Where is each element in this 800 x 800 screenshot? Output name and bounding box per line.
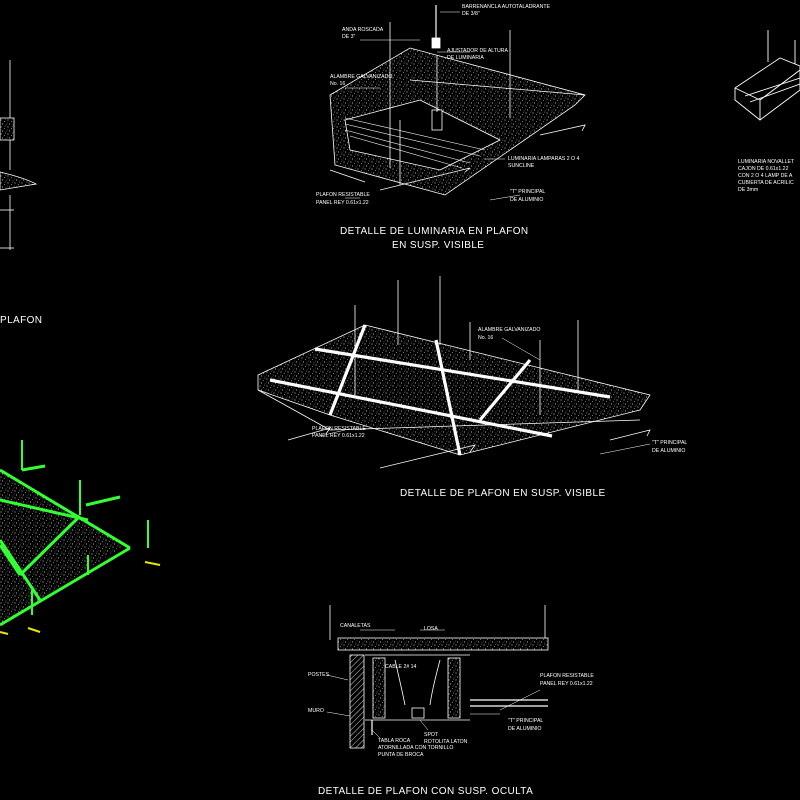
label-t-principal-2b: DE ALUMINIO [652,448,685,454]
label-luminaria-right-1: LUMINARIA NOVALLET [738,159,795,165]
label-luminaria-right-2: CAJON DE 0.61x1.22 [738,166,789,172]
label-barrenancla: BARRENANCLA AUTOTALADRANTE [462,4,551,10]
label-spot: SPOT [424,732,439,738]
label-canaletas: CANALETAS [340,623,371,629]
label-plafon-res-2b: PANEL REY 0.61x1.22 [312,433,365,439]
label-luminaria-lampara-2: SUNCLINE [508,163,535,169]
label-tabla-roca-3: PUNTA DE BROCA [378,752,424,758]
label-tabla-roca-2: ATORNILLADA CON TORNILLO [378,745,453,751]
plafon-oculta-labels: CANALETAS LOSA CABLE 2# 14 POSTES MURO P… [308,623,594,758]
label-alambre-1b: No. 16 [330,81,345,87]
label-plafon-res-3b: PANEL REY 0.61x1.22 [540,681,593,687]
label-ajustador: AJUSTADOR DE ALTURA [447,48,508,54]
label-luminaria-right-4: CUBIERTA DE ACRILIC [738,180,794,186]
label-anda-roscada: ANDA ROSCADA [342,27,384,33]
label-cable: CABLE 2# 14 [385,664,417,670]
plafon-visible-drawing [257,276,651,469]
right-luminaire-iso [734,30,800,121]
label-luminaria-lampara: LUMINARIA LAMPARAS 2 O 4 [508,156,580,162]
label-barrenancla-2: DE 3/8" [462,11,480,17]
label-spot-2: ROTOLITA LATON [424,739,468,745]
title-luminaria-2: EN SUSP. VISIBLE [392,240,484,251]
label-anda-roscada-2: DE 3" [342,34,356,40]
label-luminaria-right-3: CON 2 O 4 LAMP DE A [738,173,793,179]
label-t-principal-1: "T" PRINCIPAL [510,189,545,195]
label-plafon-res-3: PLAFON RESISTABLE [540,673,594,679]
label-luminaria-right-5: DE 3mm [738,187,758,193]
luminaria-detail-drawing [329,5,586,201]
green-suspension-grid [0,440,161,635]
label-plafon-res-1: PLAFON RESISTABLE [316,192,370,198]
label-plafon-res-2: PLAFON RESISTABLE [312,426,366,432]
title-plafon-left: PLAFON [0,315,42,326]
label-t-principal-1b: DE ALUMINIO [510,197,543,203]
label-tabla-roca: TABLA ROCA [378,738,411,744]
label-alambre-2: ALAMBRE GALVANIZADO [478,327,540,333]
label-plafon-res-1b: PANEL REY 0.61x1.22 [316,200,369,206]
label-alambre-2b: No. 16 [478,335,493,341]
label-losa: LOSA [424,626,438,632]
plafon-oculta-drawing [326,605,549,749]
title-plafon-oculta: DETALLE DE PLAFON CON SUSP. OCULTA [318,786,533,797]
label-postes: POSTES [308,672,330,678]
plafon-visible-labels: ALAMBRE GALVANIZADO No. 16 PLAFON RESIST… [312,327,687,454]
left-luminaire-elevation [0,60,38,250]
title-luminaria: DETALLE DE LUMINARIA EN PLAFON [340,226,529,237]
label-alambre-1: ALAMBRE GALVANIZADO [330,74,392,80]
luminaria-detail-labels: BARRENANCLA AUTOTALADRANTE DE 3/8" ANDA … [316,4,580,206]
label-muro: MURO [308,708,324,714]
label-t-principal-2: "T" PRINCIPAL [652,440,687,446]
label-t-principal-3: "T" PRINCIPAL [508,718,543,724]
right-luminaire-labels: LUMINARIA NOVALLET CAJON DE 0.61x1.22 CO… [738,159,795,193]
label-t-principal-3b: DE ALUMINIO [508,726,541,732]
title-plafon-visible: DETALLE DE PLAFON EN SUSP. VISIBLE [400,488,606,499]
label-ajustador-2: DE LUMINARIA [447,55,484,61]
